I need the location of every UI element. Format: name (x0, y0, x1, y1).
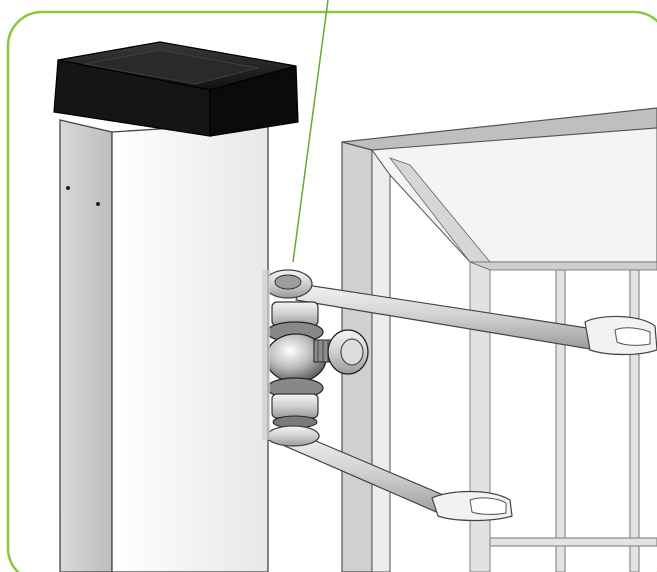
post-cap (53, 41, 299, 137)
fence-post (59, 119, 270, 572)
hinge-bolt (265, 301, 369, 429)
callout-frame (6, 10, 657, 572)
lower-wrench (266, 425, 513, 522)
leader-line (292, 0, 329, 263)
gate-mesh (489, 269, 657, 572)
upper-wrench (263, 269, 657, 356)
